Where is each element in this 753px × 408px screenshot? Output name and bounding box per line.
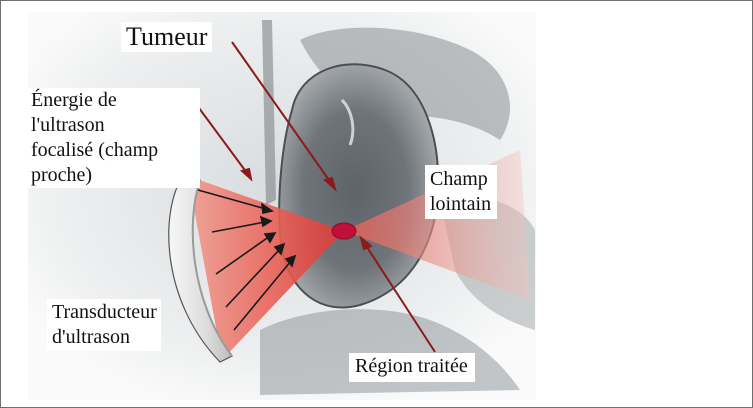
label-transducer: Transducteur d'ultrason (47, 299, 161, 351)
label-focused-energy-line-1: Énergie de (31, 88, 197, 113)
label-focused-energy-line-3: focalisé (champ (31, 138, 197, 163)
label-transducer-line-1: Transducteur (52, 300, 157, 325)
label-focused-energy-line-4: proche) (31, 163, 197, 188)
label-far-field: Champ lointain (425, 165, 497, 219)
label-transducer-line-2: d'ultrason (52, 325, 157, 350)
label-treated-region: Région traitée (349, 353, 475, 382)
label-focused-energy: Énergie de l'ultrason focalisé (champ pr… (28, 88, 200, 188)
label-far-field-line-1: Champ (430, 167, 491, 192)
treated-region-spot (332, 223, 356, 239)
label-far-field-line-2: lointain (430, 192, 491, 217)
label-focused-energy-line-2: l'ultrason (31, 113, 197, 138)
label-tumor: Tumeur (121, 22, 212, 52)
